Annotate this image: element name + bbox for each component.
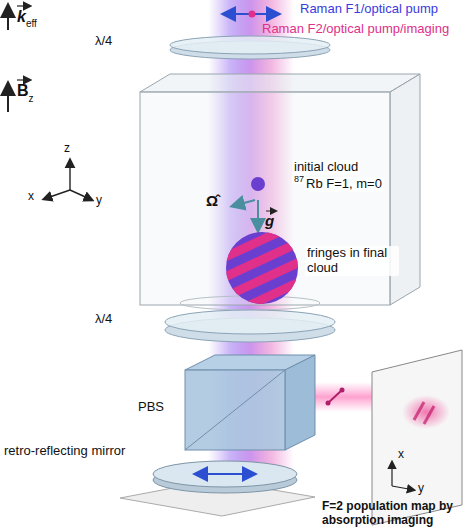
vector-symbol: g xyxy=(265,212,274,229)
vector-subscript: eff xyxy=(26,18,37,30)
beam-legend-text: Raman F2/optical pump/imaging xyxy=(262,22,449,37)
axis-label: y xyxy=(418,482,424,496)
component-label: retro-reflecting mirror xyxy=(4,444,134,459)
caption-note: F=2 population map by absorption imaging xyxy=(322,500,472,528)
component-label: λ/4 xyxy=(95,34,112,49)
axis-label: y xyxy=(96,194,102,208)
component-label: λ/4 xyxy=(95,312,112,327)
axis-label: x xyxy=(398,448,404,462)
part-label: fringes in final cloud xyxy=(305,246,399,276)
axis-label: z xyxy=(64,142,70,156)
component-label: PBS xyxy=(138,400,164,415)
vector-symbol: B xyxy=(17,82,29,100)
beam-legend-text: Raman F1/optical pump xyxy=(300,2,438,17)
part-label: initial cloud xyxy=(292,160,360,175)
part-label: Rb F=1, m=0 xyxy=(304,177,384,192)
vector-subscript: z xyxy=(29,93,34,105)
vector-symbol: k xyxy=(17,8,26,26)
vector-symbol: Ω̂ xyxy=(206,192,218,209)
axis-label: x xyxy=(28,190,34,204)
